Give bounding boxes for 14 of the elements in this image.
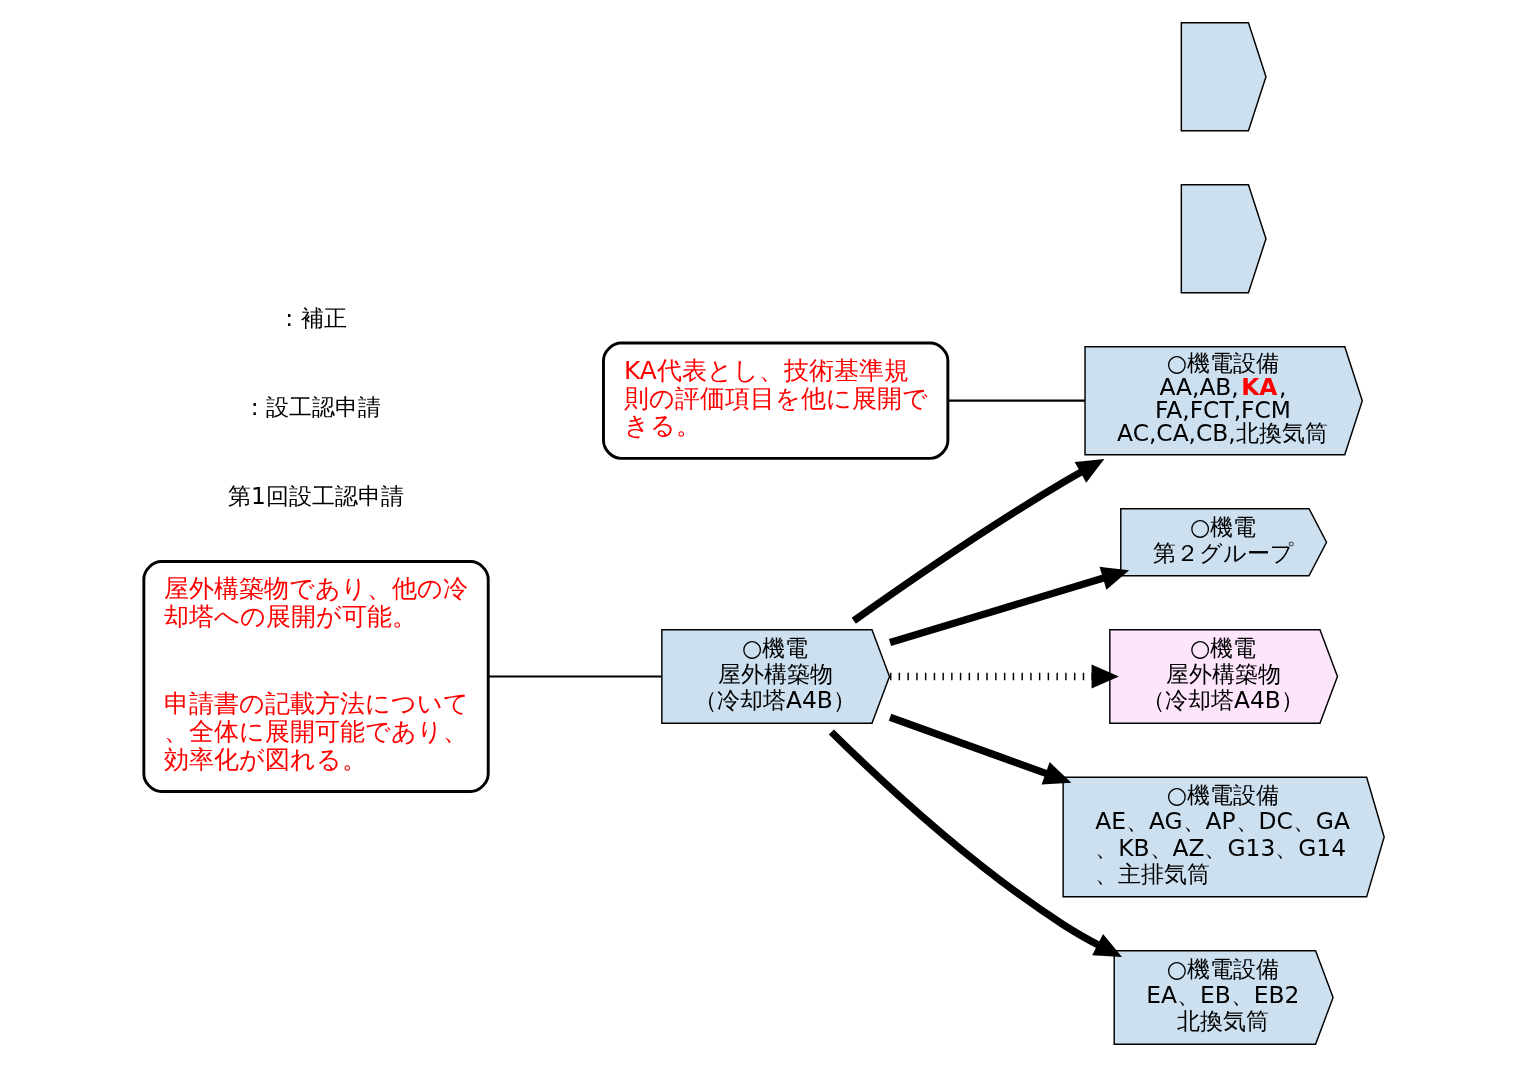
label: : 補正 bbox=[284, 304, 347, 332]
label: : 設工認申請 bbox=[250, 393, 381, 422]
arrow bbox=[828, 729, 1122, 958]
arrow bbox=[888, 713, 1071, 785]
node-chevron bbox=[1180, 22, 1267, 132]
arrow bbox=[889, 664, 1119, 689]
connector bbox=[947, 399, 1085, 402]
node-chevron bbox=[1180, 184, 1267, 294]
node-box: KA代表とし、技術基準規則の評価項目を他に展開できる。 bbox=[601, 341, 949, 460]
arrow bbox=[888, 566, 1129, 646]
label: 第1回設工認申請 bbox=[227, 482, 404, 511]
connector bbox=[488, 675, 661, 678]
node-box: 屋外構築物であり、他の冷却塔への展開が可能。 申請書の記載方法について、全体に展開可能であり、効率化が図れる。 bbox=[141, 560, 490, 793]
arrow bbox=[851, 459, 1104, 624]
